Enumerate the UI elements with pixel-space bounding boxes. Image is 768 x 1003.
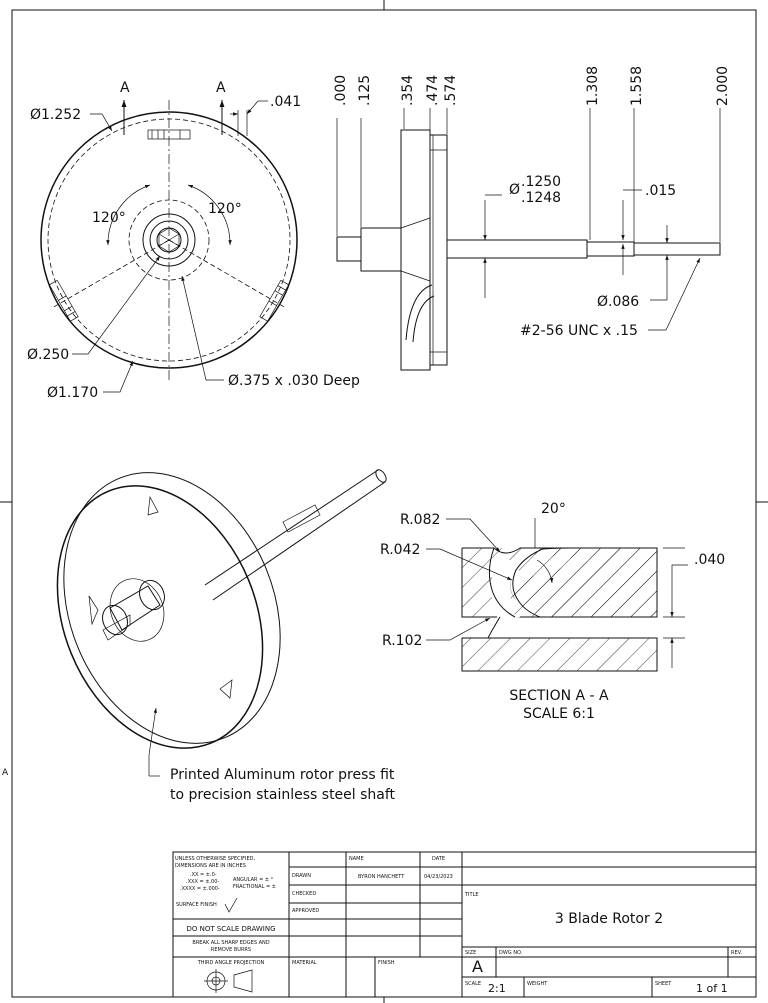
dim-thread: #2-56 UNC x .15: [520, 323, 638, 339]
ordinate-2000: 2.000: [715, 66, 731, 106]
hub-boss: [336, 236, 362, 262]
hub-step: [360, 227, 402, 272]
tb-tol-2: .XXX = ±.00-: [186, 879, 219, 885]
rotor-disc: [400, 129, 431, 371]
shaft-dia-lower: .1248: [521, 190, 561, 206]
tb-scale-label: SCALE: [465, 981, 481, 987]
iso-disc-front: [56, 485, 264, 749]
tb-row-drawn: DRAWN: [292, 873, 311, 879]
title-block: UNLESS OTHERWISE SPECIFIED, DIMENSIONS A…: [172, 851, 757, 998]
dim-bolt-circle: Ø1.170: [47, 385, 98, 401]
ordinate-474: .474: [425, 75, 441, 106]
ordinate-125: .125: [357, 75, 373, 106]
ordinate-000: .000: [333, 75, 349, 106]
ordinate-1558: 1.558: [629, 66, 645, 106]
tb-tol-3: .XXXX = ±.000-: [180, 886, 220, 892]
tb-burrs-2: REMOVE BURRS: [211, 947, 251, 953]
shaft-tip: [633, 242, 721, 256]
section-marker-right: A: [216, 80, 226, 96]
tb-surface-finish: SURFACE FINISH: [176, 902, 217, 908]
tb-notes-2: DIMENSIONS ARE IN INCHES: [175, 863, 246, 869]
shaft-step: [586, 241, 635, 257]
tb-notes-1: UNLESS OTHERWISE SPECIFIED,: [175, 856, 255, 862]
dim-offset: .041: [270, 94, 301, 110]
rotor-flange: [429, 134, 448, 366]
tb-title-label: TITLE: [464, 892, 479, 898]
border-zone-label: A: [2, 768, 9, 778]
tb-col-date: DATE: [432, 856, 445, 862]
tb-finish: FINISH: [378, 960, 395, 966]
tb-rev-label: REV.: [731, 950, 742, 956]
angle-left: 120°: [92, 210, 126, 226]
tb-size-label: SIZE: [465, 950, 476, 956]
dim-r3: R.102: [382, 633, 422, 649]
tb-tol-fractional: FRACTIONAL = ±: [233, 884, 276, 890]
tb-drawn-name: BYRON HANCHETT: [358, 874, 405, 880]
dim-r2: R.042: [380, 542, 420, 558]
tb-tol-1: .XX = ±.0-: [190, 872, 217, 878]
dim-outer-diameter: Ø1.252: [30, 107, 81, 123]
tb-burrs-1: BREAK ALL SHARP EDGES AND: [192, 940, 269, 946]
dim-depth: .040: [694, 552, 725, 568]
surface-finish-icon: [224, 897, 238, 913]
shaft-dia-prefix: Ø: [509, 182, 520, 198]
tb-sheet-label: SHEET: [655, 981, 672, 987]
tb-row-approved: APPROVED: [292, 908, 319, 914]
tb-dwg-no-label: DWG NO.: [499, 950, 523, 956]
tb-tol-angular: ANGULAR = ± °: [233, 877, 274, 883]
tb-weight-label: WEIGHT: [527, 981, 548, 987]
ordinate-354: .354: [400, 75, 416, 106]
blade-slot-left: [48, 279, 79, 322]
dim-step: .015: [645, 183, 676, 199]
third-angle-projection-icon: [204, 969, 253, 993]
isometric-view: Printed Aluminum rotor press fit to prec…: [56, 469, 396, 803]
tb-col-name: NAME: [349, 856, 364, 862]
side-view: .000 .125 .354 .474 .574 1.308 1.558 2.0…: [333, 66, 731, 371]
dim-counterbore: Ø.375 x .030 Deep: [228, 373, 360, 389]
shaft-dia-upper: .1250: [521, 174, 561, 190]
iso-note-line1: Printed Aluminum rotor press fit: [170, 767, 395, 783]
iso-note-line2: to precision stainless steel shaft: [170, 787, 396, 803]
rotor-outer-circle: [40, 111, 298, 369]
blade-slot-top: [147, 129, 191, 140]
tb-no-scale: DO NOT SCALE DRAWING: [186, 925, 275, 933]
section-scale: SCALE 6:1: [523, 706, 595, 722]
ordinate-574: .574: [443, 75, 459, 106]
tb-drawn-date: 04/23/2023: [424, 874, 453, 880]
dim-tip-dia: Ø.086: [597, 294, 639, 310]
tb-row-checked: CHECKED: [292, 891, 316, 897]
front-view: A A .041 Ø1.252 120° 120° Ø.250 Ø1.170 Ø…: [27, 80, 360, 401]
shaft: [446, 239, 588, 259]
ordinate-1308: 1.308: [585, 66, 601, 106]
blade-slot-right: [259, 279, 290, 322]
section-a-a: .040 20° R.082 R.042 R.102 SECTION A - A…: [380, 501, 725, 722]
tb-size: A: [472, 957, 483, 976]
tb-material: MATERIAL: [292, 960, 317, 966]
section-marker-left: A: [120, 80, 130, 96]
iso-disc-back: [63, 472, 281, 744]
tb-projection: THIRD ANGLE PROJECTION: [197, 960, 265, 966]
section-angle: 20°: [541, 501, 566, 517]
angle-right: 120°: [208, 201, 242, 217]
drawing-title: 3 Blade Rotor 2: [555, 911, 663, 927]
dim-bore: Ø.250: [27, 347, 69, 363]
tb-sheet: 1 of 1: [696, 982, 728, 995]
tb-scale: 2:1: [488, 982, 506, 995]
dim-r1: R.082: [400, 512, 440, 528]
section-title: SECTION A - A: [509, 688, 609, 704]
